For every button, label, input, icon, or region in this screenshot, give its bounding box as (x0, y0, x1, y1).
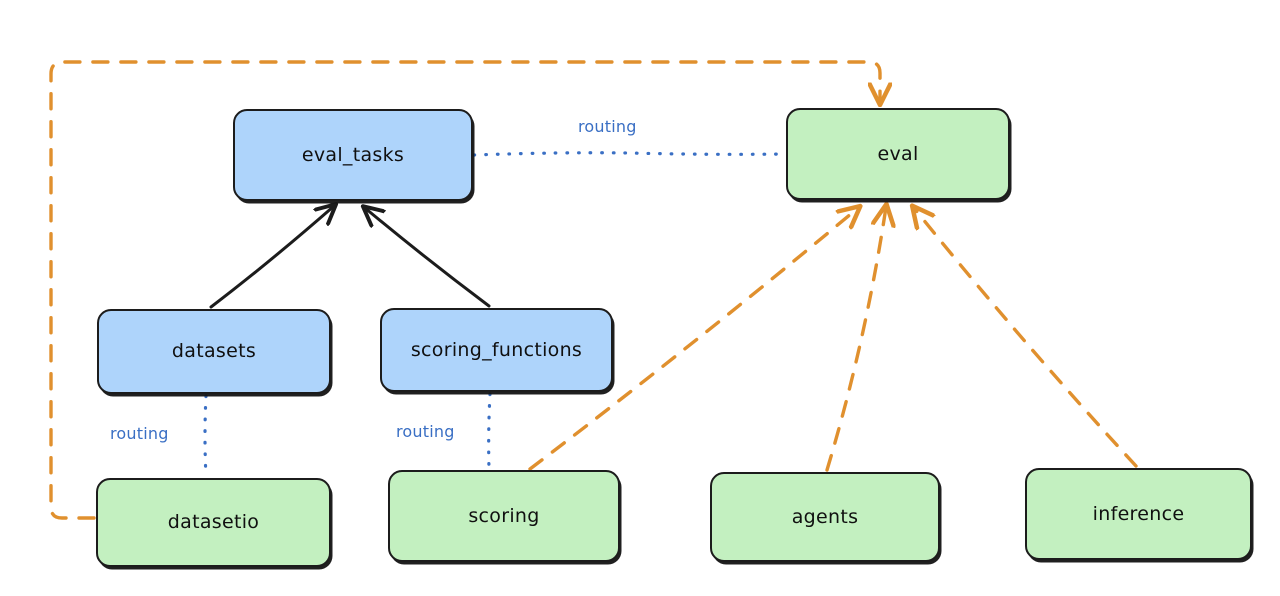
node-agents[interactable]: agents (710, 472, 940, 562)
node-eval-tasks[interactable]: eval_tasks (233, 109, 473, 201)
edge-scoring-to-eval (528, 208, 858, 471)
node-inference[interactable]: inference (1025, 468, 1252, 560)
node-label-datasetio: datasetio (167, 511, 260, 534)
edge-datasets-to-datasetio (203, 394, 208, 479)
node-scoring[interactable]: scoring (388, 470, 620, 562)
node-label-agents: agents (791, 505, 859, 528)
node-eval[interactable]: eval (786, 108, 1010, 200)
edge-label-routing-datasets-datasetio: routing (110, 424, 169, 443)
node-label-eval: eval (877, 142, 919, 165)
edge-datasetio-to-eval (49, 60, 880, 520)
edge-inference-to-eval (914, 208, 1138, 468)
node-label-datasets: datasets (171, 340, 257, 363)
edge-label-routing-eval-tasks-eval: routing (578, 117, 637, 136)
node-scoring-functions[interactable]: scoring_functions (380, 308, 613, 392)
node-datasetio[interactable]: datasetio (96, 478, 331, 567)
edge-label-routing-scoring-functions-scoring: routing (396, 422, 455, 441)
edge-agents-to-eval (825, 207, 886, 472)
edge-scoring-functions-to-scoring (487, 392, 492, 471)
node-label-scoring: scoring (468, 504, 540, 527)
edge-datasets-to-eval-tasks (209, 206, 334, 309)
node-label-inference: inference (1092, 502, 1185, 525)
node-label-eval-tasks: eval_tasks (301, 143, 405, 166)
node-label-scoring-functions: scoring_functions (410, 338, 583, 361)
edge-eval-tasks-to-eval (472, 151, 786, 157)
edge-scoring-functions-to-eval-tasks (365, 208, 491, 308)
node-datasets[interactable]: datasets (97, 309, 331, 394)
